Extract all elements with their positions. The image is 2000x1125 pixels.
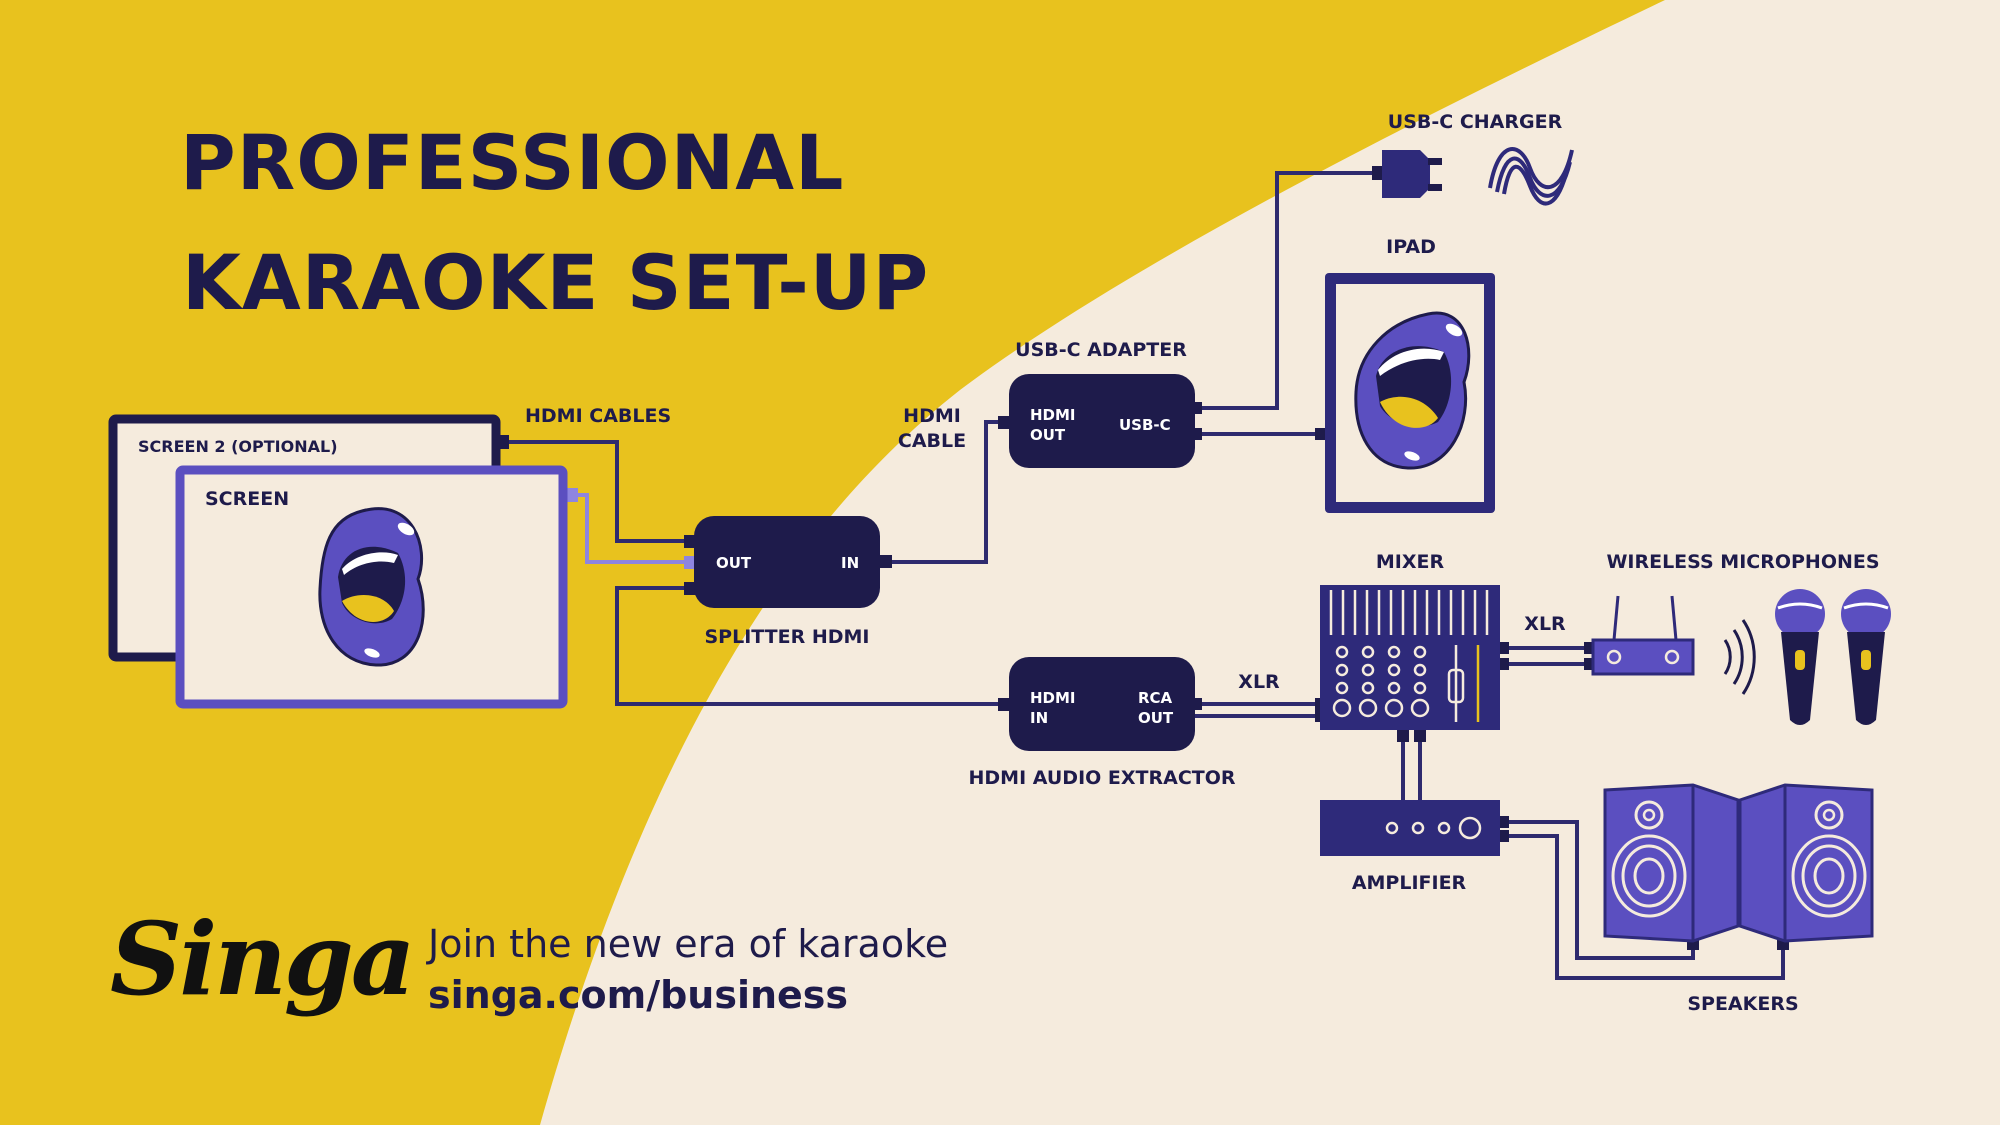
wireless-signal-icon xyxy=(1723,619,1756,695)
cables xyxy=(505,171,1785,980)
speaker-cable-2 xyxy=(1500,834,1785,980)
speakers-label: SPEAKERS xyxy=(1687,993,1798,1015)
splitter-port-in: IN xyxy=(841,554,859,572)
page-title-line-2: KARAOKE SET-UP xyxy=(182,238,930,327)
plug xyxy=(998,416,1010,429)
plug xyxy=(566,488,578,502)
xlr-label-extractor: XLR xyxy=(1238,671,1280,693)
hdmi-cable-label-line-2: CABLE xyxy=(898,430,966,452)
plug xyxy=(1397,730,1409,742)
hdmi-cable-label-line-1: HDMI xyxy=(903,405,961,427)
usbc-adapter-port-hdmi-2: OUT xyxy=(1030,426,1066,444)
hdmi-cable-adapter xyxy=(889,420,1004,564)
usbc-adapter-port-usbc: USB-C xyxy=(1119,416,1171,434)
hdmi-cable-extractor xyxy=(615,586,1004,706)
extractor-out-1: RCA xyxy=(1138,689,1173,707)
splitter-hdmi xyxy=(694,516,880,608)
hdmi-cable-screen xyxy=(573,493,688,564)
splitter-port-out: OUT xyxy=(716,554,752,572)
splitter-label: SPLITTER HDMI xyxy=(704,626,869,648)
extractor-in-2: IN xyxy=(1030,709,1048,727)
wireless-microphones-label: WIRELESS MICROPHONES xyxy=(1606,551,1879,573)
ipad-label: IPAD xyxy=(1386,236,1436,258)
mixer-label: MIXER xyxy=(1376,551,1445,573)
speaker-right xyxy=(1738,783,1874,943)
tagline: Join the new era of karaoke xyxy=(428,922,949,966)
plug xyxy=(998,698,1010,711)
website-link[interactable]: singa.com/business xyxy=(428,973,849,1017)
usbc-adapter-label: USB-C ADAPTER xyxy=(1015,339,1187,361)
screen-label: SCREEN xyxy=(205,488,289,510)
plug xyxy=(1315,428,1327,440)
mixer xyxy=(1320,585,1500,730)
extractor-label: HDMI AUDIO EXTRACTOR xyxy=(968,767,1235,789)
plug xyxy=(880,555,892,568)
plug xyxy=(684,582,696,595)
screen-2-label: SCREEN 2 (OPTIONAL) xyxy=(138,437,338,456)
extractor-in-1: HDMI xyxy=(1030,689,1076,707)
plug xyxy=(684,535,696,548)
speaker-left xyxy=(1603,783,1740,943)
usbc-charger-cable xyxy=(1197,171,1378,410)
usbc-adapter-port-hdmi-1: HDMI xyxy=(1030,406,1076,424)
singing-mouth-icon xyxy=(318,507,425,667)
page-title-line-1: PROFESSIONAL xyxy=(180,118,845,207)
power-plug-icon xyxy=(1372,150,1442,198)
speaker-cable-1 xyxy=(1500,820,1695,960)
current-wave-icon xyxy=(1488,147,1574,206)
wireless-receiver xyxy=(1591,595,1695,676)
usbc-charger-label: USB-C CHARGER xyxy=(1388,111,1563,133)
plug xyxy=(1414,730,1426,742)
usbc-adapter xyxy=(1009,374,1195,468)
yellow-background xyxy=(0,0,1665,1125)
amplifier-label: AMPLIFIER xyxy=(1352,872,1467,894)
singa-logo: Singa xyxy=(110,900,416,1018)
microphone-icon xyxy=(1775,589,1825,725)
hdmi-audio-extractor xyxy=(1009,657,1195,751)
microphone-icon xyxy=(1841,589,1891,725)
extractor-out-2: OUT xyxy=(1138,709,1174,727)
amplifier xyxy=(1320,800,1500,856)
hdmi-cable-screen2 xyxy=(505,440,688,543)
plug xyxy=(684,556,696,569)
xlr-label-mixer: XLR xyxy=(1524,613,1566,635)
ipad-singing-mouth-icon xyxy=(1354,311,1471,470)
hdmi-cables-label: HDMI CABLES xyxy=(525,405,671,427)
